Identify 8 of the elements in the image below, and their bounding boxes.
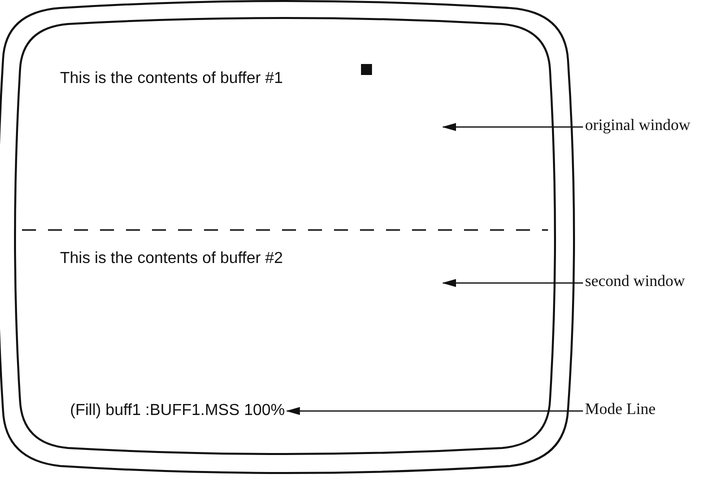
callout-label: Mode Line <box>585 401 656 419</box>
callout-label: second window <box>585 273 685 291</box>
buffer-text: This is the contents of buffer #2 <box>60 250 284 268</box>
buffer-text: This is the contents of buffer #1 <box>60 70 284 88</box>
callout-label: original window <box>585 117 690 135</box>
leader-arrow <box>442 123 583 131</box>
mode-line-text: (Fill) buff1 :BUFF1.MSS 100% <box>70 402 285 420</box>
leader-arrow <box>442 279 583 287</box>
